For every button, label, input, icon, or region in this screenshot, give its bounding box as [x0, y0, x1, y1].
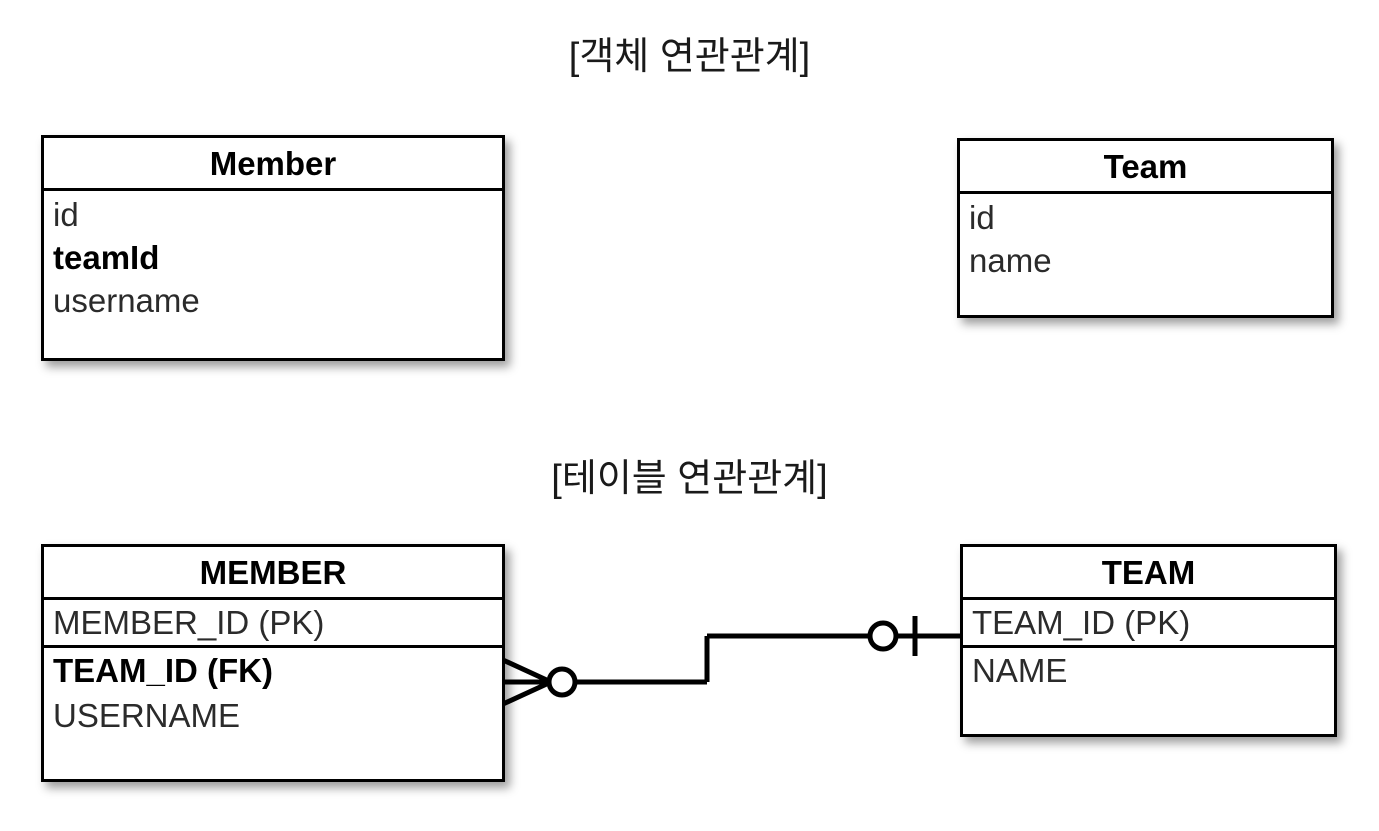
field-username: username [53, 282, 200, 319]
section-title-object-association: [객체 연관관계] [568, 36, 811, 78]
entity-header-member-object: Member [44, 138, 502, 191]
relationship-connector-member-team [495, 590, 975, 720]
entity-fields-member-table: MEMBER_ID (PK) TEAM_ID (FK) USERNAME [44, 600, 502, 738]
field-username: USERNAME [53, 697, 241, 734]
entity-fields-team-table: TEAM_ID (PK) NAME [963, 600, 1334, 693]
entity-header-member-table: MEMBER [44, 547, 502, 600]
entity-header-team-table: TEAM [963, 547, 1334, 600]
field-id: id [53, 196, 79, 233]
field-name: NAME [972, 652, 1068, 689]
field-team-id-pk: TEAM_ID (PK) [963, 600, 1334, 648]
relationship-svg [501, 616, 961, 707]
field-member-id-pk: MEMBER_ID (PK) [44, 600, 502, 648]
field-id: id [969, 199, 995, 236]
entity-team-object: Team id name [957, 138, 1334, 318]
zero-circle-icon-team-side [867, 620, 899, 652]
entity-fields-team-object: id name [960, 194, 1331, 282]
entity-member-object: Member id teamId username [41, 135, 505, 361]
field-name: name [969, 242, 1052, 279]
entity-team-table: TEAM TEAM_ID (PK) NAME [960, 544, 1337, 737]
field-teamid: teamId [53, 239, 160, 276]
crow-foot-icon [501, 657, 553, 707]
entity-header-team-object: Team [960, 141, 1331, 194]
zero-circle-icon-member-side [546, 666, 578, 698]
field-team-id-fk: TEAM_ID (FK) [53, 652, 273, 689]
entity-fields-member-object: id teamId username [44, 191, 502, 322]
section-title-table-association: [테이블 연관관계] [551, 458, 828, 500]
entity-member-table: MEMBER MEMBER_ID (PK) TEAM_ID (FK) USERN… [41, 544, 505, 782]
